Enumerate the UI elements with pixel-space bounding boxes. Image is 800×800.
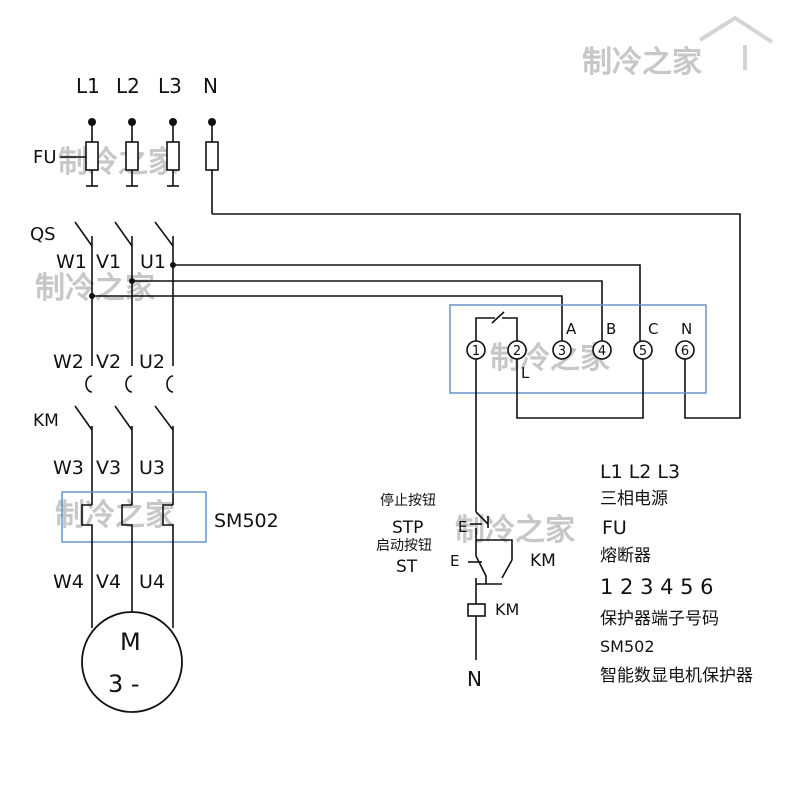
legend-fu: FU: [602, 517, 627, 539]
stop-button-code: STP: [392, 518, 423, 538]
km-label: KM: [33, 411, 59, 431]
legend-phases-desc: 三相电源: [600, 489, 668, 509]
svg-text:制冷之家: 制冷之家: [35, 271, 155, 306]
qs-terminal-u1: U1: [140, 251, 166, 273]
supply-dots: [88, 118, 216, 126]
protector-c-label: C: [648, 320, 658, 338]
qs-switch: [74, 221, 174, 366]
legend-sm: SM502: [600, 637, 655, 656]
svg-text:制冷之家: 制冷之家: [58, 145, 178, 180]
motor-phase-label: 3 -: [108, 670, 140, 698]
start-circuit: [468, 539, 513, 585]
terminal-3: 3: [558, 344, 566, 359]
terminal-5: 5: [639, 344, 647, 359]
terminal-v4: V4: [96, 571, 121, 593]
km-hold-contact-label: KM: [530, 551, 556, 571]
protector-a-label: A: [566, 320, 577, 338]
protector-relay-contact: [475, 311, 518, 341]
neutral-bottom-label: N: [467, 667, 482, 691]
stop-button-e: E: [458, 518, 467, 536]
start-button-e: E: [450, 552, 459, 570]
terminal-v2: V2: [96, 351, 121, 373]
qs-terminal-w1: W1: [56, 251, 87, 273]
protector-n-label: N: [681, 320, 692, 338]
svg-text:制冷之家: 制冷之家: [55, 498, 175, 533]
stop-button-symbol: [470, 511, 489, 540]
terminal-u3: U3: [139, 457, 165, 479]
km-contactor: [74, 405, 174, 505]
km-coil-label: KM: [495, 600, 519, 619]
legend-numbers: 1 2 3 4 5 6: [600, 575, 714, 599]
qs-terminal-v1: V1: [96, 251, 121, 273]
phase-n-label: N: [203, 74, 218, 98]
km-coil: [467, 603, 486, 617]
legend: L1 L2 L3 三相电源 FU 熔断器 1 2 3 4 5 6 保护器端子号码…: [600, 461, 753, 686]
start-button-code: ST: [396, 557, 418, 577]
sm502-contacts: [81, 504, 174, 600]
terminal-4: 4: [598, 344, 606, 359]
terminal-w3: W3: [53, 457, 84, 479]
protector-l-label: L: [521, 364, 530, 382]
neutral-wire: [212, 213, 741, 419]
terminal-w2: W2: [53, 351, 84, 373]
motor-leads: [91, 600, 174, 628]
phase-l3-label: L3: [158, 74, 182, 98]
protector-feed-wires: [92, 264, 641, 348]
legend-sm-desc: 智能数显电机保护器: [600, 666, 753, 686]
qs-label: QS: [30, 224, 56, 245]
phase-l1-label: L1: [76, 74, 100, 98]
sm502-box: [61, 491, 207, 543]
terminal-u4: U4: [139, 571, 165, 593]
protector-box: [449, 304, 707, 394]
feed-junction-dots: [89, 262, 176, 299]
watermark-control: 制冷之家: [455, 513, 575, 548]
sm502-label: SM502: [214, 510, 279, 532]
legend-numbers-desc: 保护器端子号码: [600, 609, 719, 629]
terminal-v3: V3: [96, 457, 121, 479]
l-wire: [516, 359, 644, 419]
watermark-sm502: 制冷之家: [55, 498, 175, 533]
terminal-u2: U2: [139, 351, 165, 373]
watermark-top-right: 制冷之家: [582, 15, 774, 80]
protector-b-label: B: [606, 320, 616, 338]
watermark-fuse: 制冷之家: [58, 145, 178, 180]
motor-m-label: M: [120, 628, 141, 656]
protector-terminals: [466, 340, 695, 360]
terminal-6: 6: [681, 344, 689, 359]
fuses: [60, 122, 219, 214]
terminal-w4: W4: [53, 571, 84, 593]
fuse-label: FU: [33, 147, 57, 168]
motor-circle: [81, 611, 183, 713]
terminal-2: 2: [513, 344, 521, 359]
watermark-qs: 制冷之家: [35, 271, 155, 306]
svg-text:制冷之家: 制冷之家: [582, 45, 702, 80]
svg-text:制冷之家: 制冷之家: [455, 513, 575, 548]
stop-button-label: 停止按钮: [380, 492, 436, 509]
start-button-label: 启动按钮: [376, 538, 432, 554]
legend-phases: L1 L2 L3: [600, 461, 680, 483]
legend-fu-desc: 熔断器: [600, 546, 651, 566]
terminal-1: 1: [472, 344, 480, 359]
phase-l2-label: L2: [116, 74, 140, 98]
plug-arcs: [85, 375, 174, 393]
